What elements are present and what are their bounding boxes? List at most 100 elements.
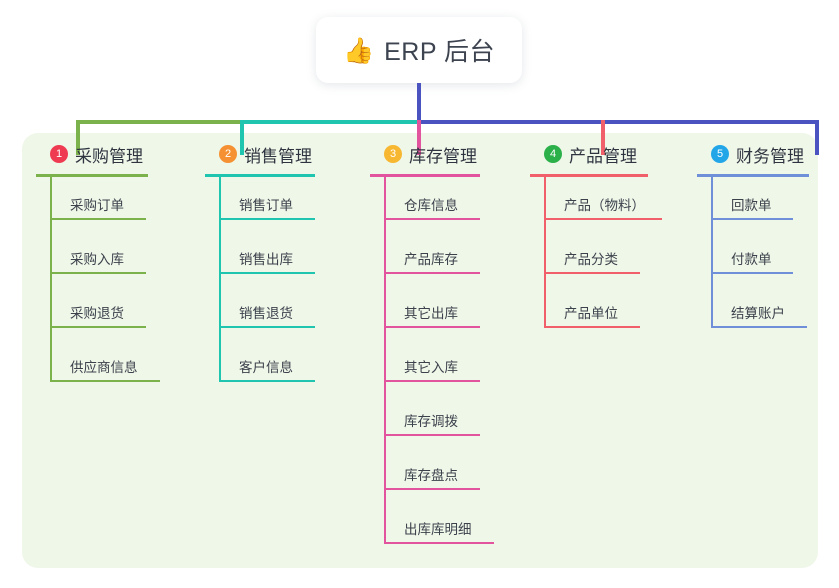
list-item[interactable]: 其它入库: [384, 356, 480, 382]
list-item[interactable]: 出库库明细: [384, 518, 494, 544]
list-item[interactable]: 供应商信息: [50, 356, 160, 382]
list-item-rule: [711, 218, 793, 220]
list-item-rule: [219, 218, 315, 220]
list-item-rule: [384, 326, 480, 328]
list-item-label: 其它入库: [404, 360, 458, 375]
branch-column-3: 3 库存管理仓库信息产品库存其它出库其它入库库存调拨库存盘点出库库明细: [370, 142, 494, 544]
list-item-label: 产品库存: [404, 252, 458, 267]
list-item-rule: [50, 380, 160, 382]
branch-header-rule: [697, 174, 809, 177]
branch-number-badge: 4: [544, 145, 562, 163]
bus-segment-1: [76, 120, 240, 124]
list-item-rule: [711, 326, 807, 328]
list-item-label: 出库库明细: [404, 522, 472, 537]
list-item[interactable]: 采购订单: [50, 194, 146, 220]
list-item[interactable]: 产品单位: [544, 302, 640, 328]
list-item[interactable]: 仓库信息: [384, 194, 480, 220]
branch-column-2: 2 销售管理销售订单销售出库销售退货客户信息: [205, 142, 315, 382]
list-item-label: 仓库信息: [404, 198, 458, 213]
list-item-rule: [50, 326, 146, 328]
branch-column-1: 1 采购管理采购订单采购入库采购退货供应商信息: [36, 142, 160, 382]
list-item[interactable]: 销售退货: [219, 302, 315, 328]
list-item[interactable]: 库存调拨: [384, 410, 480, 436]
drop-connector-4: [601, 120, 605, 155]
list-item-label: 销售退货: [239, 306, 293, 321]
list-item-label: 付款单: [731, 252, 772, 267]
root-node-erp-backend[interactable]: 👍 ERP 后台: [316, 17, 522, 83]
list-item-label: 回款单: [731, 198, 772, 213]
list-item[interactable]: 采购入库: [50, 248, 146, 274]
list-item[interactable]: 付款单: [711, 248, 793, 274]
diagram-background-panel: [22, 133, 818, 568]
list-item-label: 库存调拨: [404, 414, 458, 429]
list-item-label: 客户信息: [239, 360, 293, 375]
list-item-label: 库存盘点: [404, 468, 458, 483]
branch-header-1[interactable]: 1 采购管理: [36, 142, 143, 166]
list-item-rule: [544, 326, 640, 328]
list-item-label: 销售订单: [239, 198, 293, 213]
list-item-rule: [384, 218, 480, 220]
branch-spine: [711, 176, 713, 326]
list-item[interactable]: 库存盘点: [384, 464, 480, 490]
list-item[interactable]: 回款单: [711, 194, 793, 220]
list-item-label: 供应商信息: [70, 360, 138, 375]
branch-title: 采购管理: [75, 146, 143, 166]
list-item-rule: [384, 542, 494, 544]
branch-header-rule: [530, 174, 648, 177]
list-item-rule: [384, 488, 480, 490]
list-item-rule: [384, 380, 480, 382]
list-item[interactable]: 客户信息: [219, 356, 315, 382]
branch-spine: [544, 176, 546, 326]
list-item[interactable]: 销售订单: [219, 194, 315, 220]
list-item[interactable]: 销售出库: [219, 248, 315, 274]
list-item[interactable]: 产品分类: [544, 248, 640, 274]
branch-header-5[interactable]: 5 财务管理: [697, 142, 804, 166]
list-item-label: 产品单位: [564, 306, 618, 321]
list-item[interactable]: 结算账户: [711, 302, 807, 328]
list-item-rule: [50, 218, 146, 220]
list-item-rule: [219, 326, 315, 328]
list-item-label: 结算账户: [731, 306, 785, 321]
branch-header-3[interactable]: 3 库存管理: [370, 142, 477, 166]
list-item-rule: [544, 218, 662, 220]
list-item-label: 采购订单: [70, 198, 124, 213]
root-stem-connector: [417, 83, 421, 122]
branch-header-rule: [36, 174, 148, 177]
branch-header-4[interactable]: 4 产品管理: [530, 142, 637, 166]
list-item-label: 销售出库: [239, 252, 293, 267]
list-item-rule: [544, 272, 640, 274]
list-item-label: 采购入库: [70, 252, 124, 267]
thumbs-up-icon: 👍: [342, 35, 375, 65]
branch-spine: [50, 176, 52, 380]
list-item-rule: [711, 272, 793, 274]
branch-number-badge: 1: [50, 145, 68, 163]
branch-title: 产品管理: [569, 146, 637, 166]
branch-header-rule: [205, 174, 315, 177]
branch-number-badge: 2: [219, 145, 237, 163]
list-item[interactable]: 产品库存: [384, 248, 480, 274]
root-node-title: ERP 后台: [384, 38, 496, 66]
list-item-rule: [219, 272, 315, 274]
drop-connector-5: [815, 120, 819, 155]
bus-segment-2: [240, 120, 419, 124]
branch-header-2[interactable]: 2 销售管理: [205, 142, 312, 166]
branch-title: 销售管理: [244, 146, 312, 166]
branch-column-4: 4 产品管理产品（物料） 产品分类产品单位: [530, 142, 662, 328]
drop-connector-3: [417, 120, 421, 155]
branch-title: 库存管理: [409, 146, 477, 166]
branch-title: 财务管理: [736, 146, 804, 166]
branch-number-badge: 3: [384, 145, 402, 163]
list-item[interactable]: 产品（物料）: [544, 194, 662, 220]
list-item-label: 产品（物料）: [564, 198, 645, 213]
list-item-label: 其它出库: [404, 306, 458, 321]
drop-connector-2: [240, 120, 244, 155]
list-item[interactable]: 其它出库: [384, 302, 480, 328]
branch-column-5: 5 财务管理回款单付款单结算账户: [697, 142, 809, 328]
branch-number-badge: 5: [711, 145, 729, 163]
list-item-rule: [384, 434, 480, 436]
list-item-rule: [219, 380, 315, 382]
drop-connector-1: [76, 120, 80, 155]
list-item-rule: [384, 272, 480, 274]
list-item[interactable]: 采购退货: [50, 302, 146, 328]
